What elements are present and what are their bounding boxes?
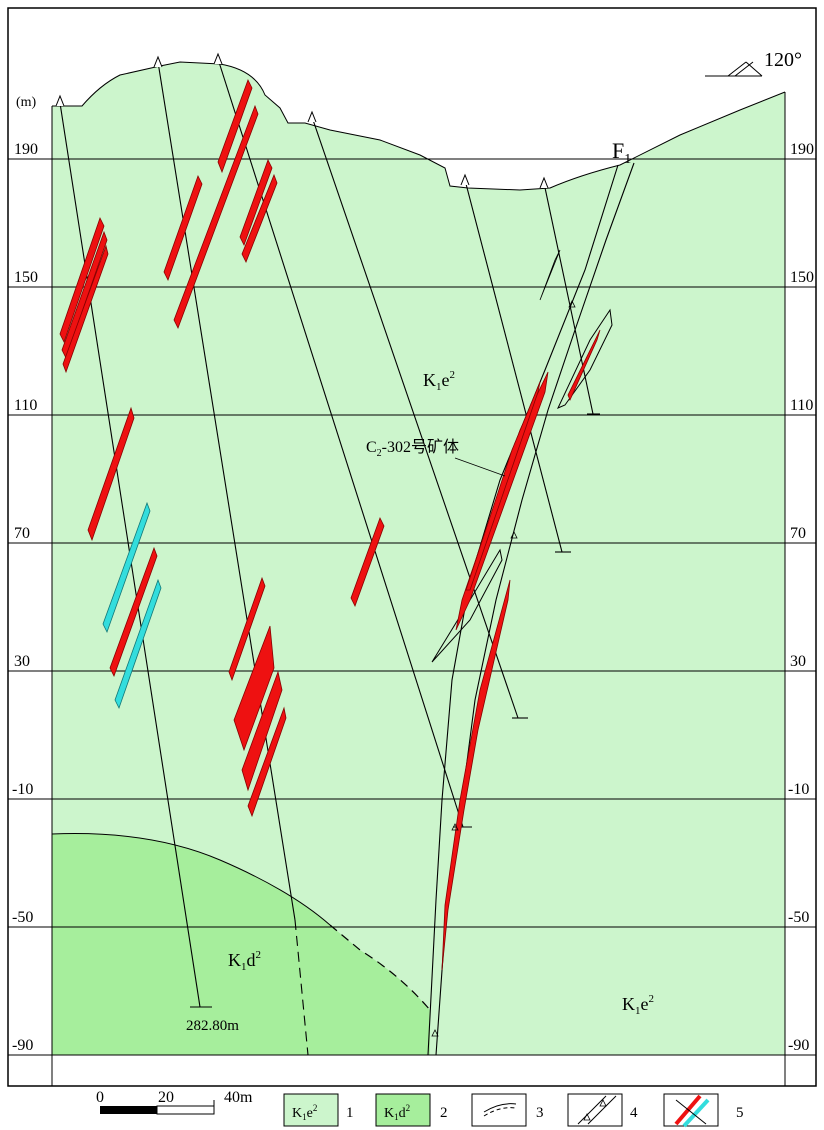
elevation-label-right: -90	[788, 1037, 809, 1054]
elevation-label-left: 110	[14, 397, 37, 414]
legend-number: 2	[440, 1105, 448, 1121]
ore-bodies-cyan	[102, 501, 162, 710]
elevation-unit-label: (m)	[16, 95, 37, 110]
elevation-label-left: -90	[12, 1037, 33, 1054]
elevation-label-right: 30	[790, 653, 806, 670]
elevation-label-right: 150	[790, 269, 814, 286]
legend: K1e2 1 K1d2 2 3 4 5	[283, 1093, 744, 1128]
scale-bar: 0 20 40m	[96, 1089, 253, 1115]
legend-number: 4	[630, 1105, 638, 1121]
scale-tick-label: 0	[96, 1089, 104, 1106]
ore-body-label: C2-302号矿体	[366, 438, 459, 459]
ore-lens	[350, 516, 385, 608]
ore-lens	[233, 625, 275, 752]
ore-lens	[87, 406, 135, 542]
orientation-label: 120°	[764, 49, 802, 71]
ore-lens	[109, 546, 158, 678]
ore-bodies-red	[59, 78, 601, 971]
ore-body-leader	[454, 457, 506, 477]
orientation-symbol: 120°	[705, 49, 802, 77]
elevation-label-right: 190	[790, 141, 814, 158]
elevation-label-left: 150	[14, 269, 38, 286]
ore-lens	[567, 329, 601, 402]
legend-swatch-k1d2	[375, 1093, 431, 1127]
ore-lens	[241, 173, 278, 263]
topography-line	[52, 61, 786, 191]
unit-label-k1e2: K1e2	[622, 993, 654, 1017]
ore-lens-cyan	[102, 501, 151, 634]
sample-markers	[431, 300, 576, 1037]
elevation-label-left: -10	[12, 781, 33, 798]
unit-boundary-dashed	[329, 924, 431, 1011]
legend-k1d2-label: K1d2	[384, 1103, 410, 1122]
unit-k1d2-area	[52, 833, 430, 1055]
elevation-label-left: 190	[14, 141, 38, 158]
legend-swatch-boundary	[471, 1093, 527, 1127]
elevation-grid	[8, 158, 816, 1056]
elevation-label-left: 70	[14, 525, 30, 542]
scale-tick-label: 20	[158, 1089, 174, 1106]
legend-number: 5	[736, 1105, 744, 1121]
ore-lens	[62, 244, 109, 374]
ore-lens	[441, 579, 511, 971]
legend-boundary-symbol	[483, 1103, 517, 1113]
scale-tick-label: 40m	[224, 1089, 253, 1106]
fault-label: F1	[612, 138, 631, 167]
elevation-labels-left: (m) 190 150 110 70 30 -10 -50 -90	[12, 95, 38, 1054]
elevation-labels-right: 190 150 110 70 30 -10 -50 -90	[788, 141, 814, 1054]
unit-boundary-line	[51, 833, 331, 926]
hole-depth-label: 282.80m	[186, 1018, 239, 1034]
alteration-zone	[539, 249, 561, 301]
drill-collars	[55, 52, 549, 189]
ore-lens	[163, 174, 203, 282]
unit-label-k1d2: K1d2	[228, 949, 261, 973]
legend-number: 1	[346, 1105, 354, 1121]
drill-holes	[59, 58, 600, 1056]
outer-frame	[7, 7, 817, 1087]
ore-main-body	[465, 381, 541, 591]
ore-lens	[239, 158, 273, 247]
ore-lens	[173, 104, 259, 330]
legend-k1e2-label: K1e2	[292, 1103, 317, 1122]
ore-lens	[59, 216, 105, 344]
elevation-label-right: 110	[790, 397, 813, 414]
unit-label-k1e2: K1e2	[423, 369, 455, 393]
elevation-label-right: -50	[788, 909, 809, 926]
ore-lens	[217, 78, 253, 174]
legend-swatch-k1e2	[283, 1093, 339, 1127]
legend-number: 3	[536, 1105, 544, 1121]
elevation-label-right: 70	[790, 525, 806, 542]
elevation-label-left: -50	[12, 909, 33, 926]
ore-lens	[247, 706, 287, 818]
ore-lens-cyan	[114, 578, 162, 710]
alteration-zone	[556, 308, 613, 409]
ore-lens	[241, 670, 283, 792]
unit-k1e2-area	[52, 62, 785, 1055]
elevation-label-left: 30	[14, 653, 30, 670]
elevation-label-right: -10	[788, 781, 809, 798]
ore-lens	[228, 576, 266, 682]
